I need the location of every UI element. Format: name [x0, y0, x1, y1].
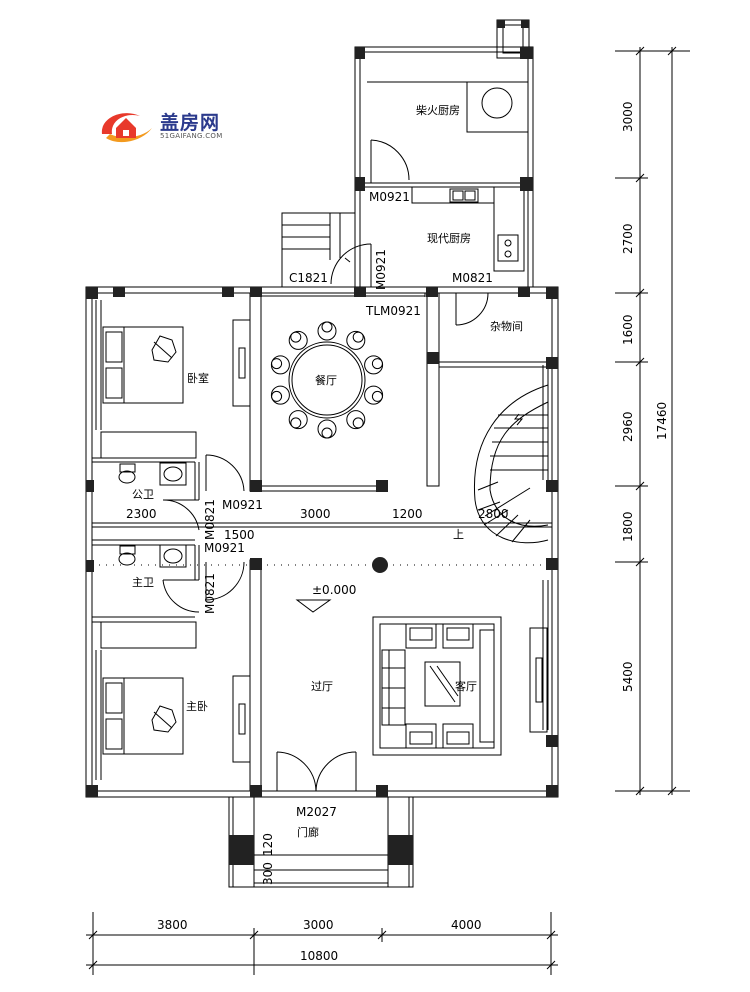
dim-total-width: 10800	[300, 949, 338, 963]
room-label-public-bath: 公卫	[132, 488, 154, 501]
room-label-master-bedroom: 主卧	[186, 700, 208, 713]
door-label-m0821-bath2: M0821	[203, 573, 217, 614]
logo-icon	[96, 104, 156, 146]
brand-name: 盖房网	[160, 112, 221, 134]
door-label-m0921-bath2: M0921	[204, 541, 245, 555]
dim-bottom-1: 3000	[303, 918, 334, 932]
stair-up-label: 上	[453, 528, 464, 541]
dining-chair-back	[271, 358, 283, 370]
door-label-m2027: M2027	[296, 805, 337, 819]
door-label-m0921-kitchen: M0921	[369, 190, 410, 204]
dim-right-4: 1800	[621, 511, 635, 542]
room-label-living: 客厅	[455, 679, 477, 693]
room-label-master-bath: 主卫	[132, 576, 154, 589]
dim-inner-3000: 3000	[300, 507, 331, 521]
dining-chair-back	[352, 417, 364, 429]
door-label-m0921-vertical: M0921	[374, 249, 388, 290]
door-label-m0921-bath1: M0921	[222, 498, 263, 512]
dining-chair-back	[371, 390, 383, 402]
elevation-label: ±0.000	[312, 583, 356, 597]
dim-right-3: 2960	[621, 411, 635, 442]
dining-chair-back	[290, 417, 302, 429]
dim-inner-1500: 1500	[224, 528, 255, 542]
dim-right-1: 2700	[621, 223, 635, 254]
dining-chair-back	[321, 321, 333, 333]
door-label-c1821: C1821	[289, 271, 328, 285]
room-label-storage: 杂物间	[490, 319, 523, 333]
room-label-bedroom: 卧室	[187, 371, 209, 385]
door-label-m0821-storage: M0821	[452, 271, 493, 285]
dim-right-2: 1600	[621, 314, 635, 345]
dim-bottom-2: 4000	[451, 918, 482, 932]
dim-porch-300: 300	[261, 862, 275, 885]
dining-chair-back	[290, 331, 302, 343]
dim-inner-1200: 1200	[392, 507, 423, 521]
dining-chair-back	[271, 390, 283, 402]
dim-inner-2800: 2800	[478, 507, 509, 521]
dim-right-0: 3000	[621, 101, 635, 132]
room-label-porch: 门廊	[297, 825, 319, 839]
room-label-firewood-kitchen: 柴火厨房	[416, 103, 460, 117]
dim-total-height: 17460	[655, 402, 669, 440]
room-label-modern-kitchen: 现代厨房	[427, 232, 471, 245]
door-label-m0821-bath1: M0821	[203, 499, 217, 540]
dining-chair-back	[321, 427, 333, 439]
dim-porch-120: 120	[261, 833, 275, 856]
room-label-dining: 餐厅	[315, 373, 337, 387]
door-label-tlm0921: TLM0921	[365, 304, 421, 318]
dining-chair-back	[371, 358, 383, 370]
brand-url: 51GAIFANG.COM	[160, 132, 223, 140]
room-label-hall: 过厅	[311, 680, 333, 693]
dim-inner-2300: 2300	[126, 507, 157, 521]
dim-bottom-0: 3800	[157, 918, 188, 932]
dining-chair-back	[352, 331, 364, 343]
dim-right-5: 5400	[621, 661, 635, 692]
